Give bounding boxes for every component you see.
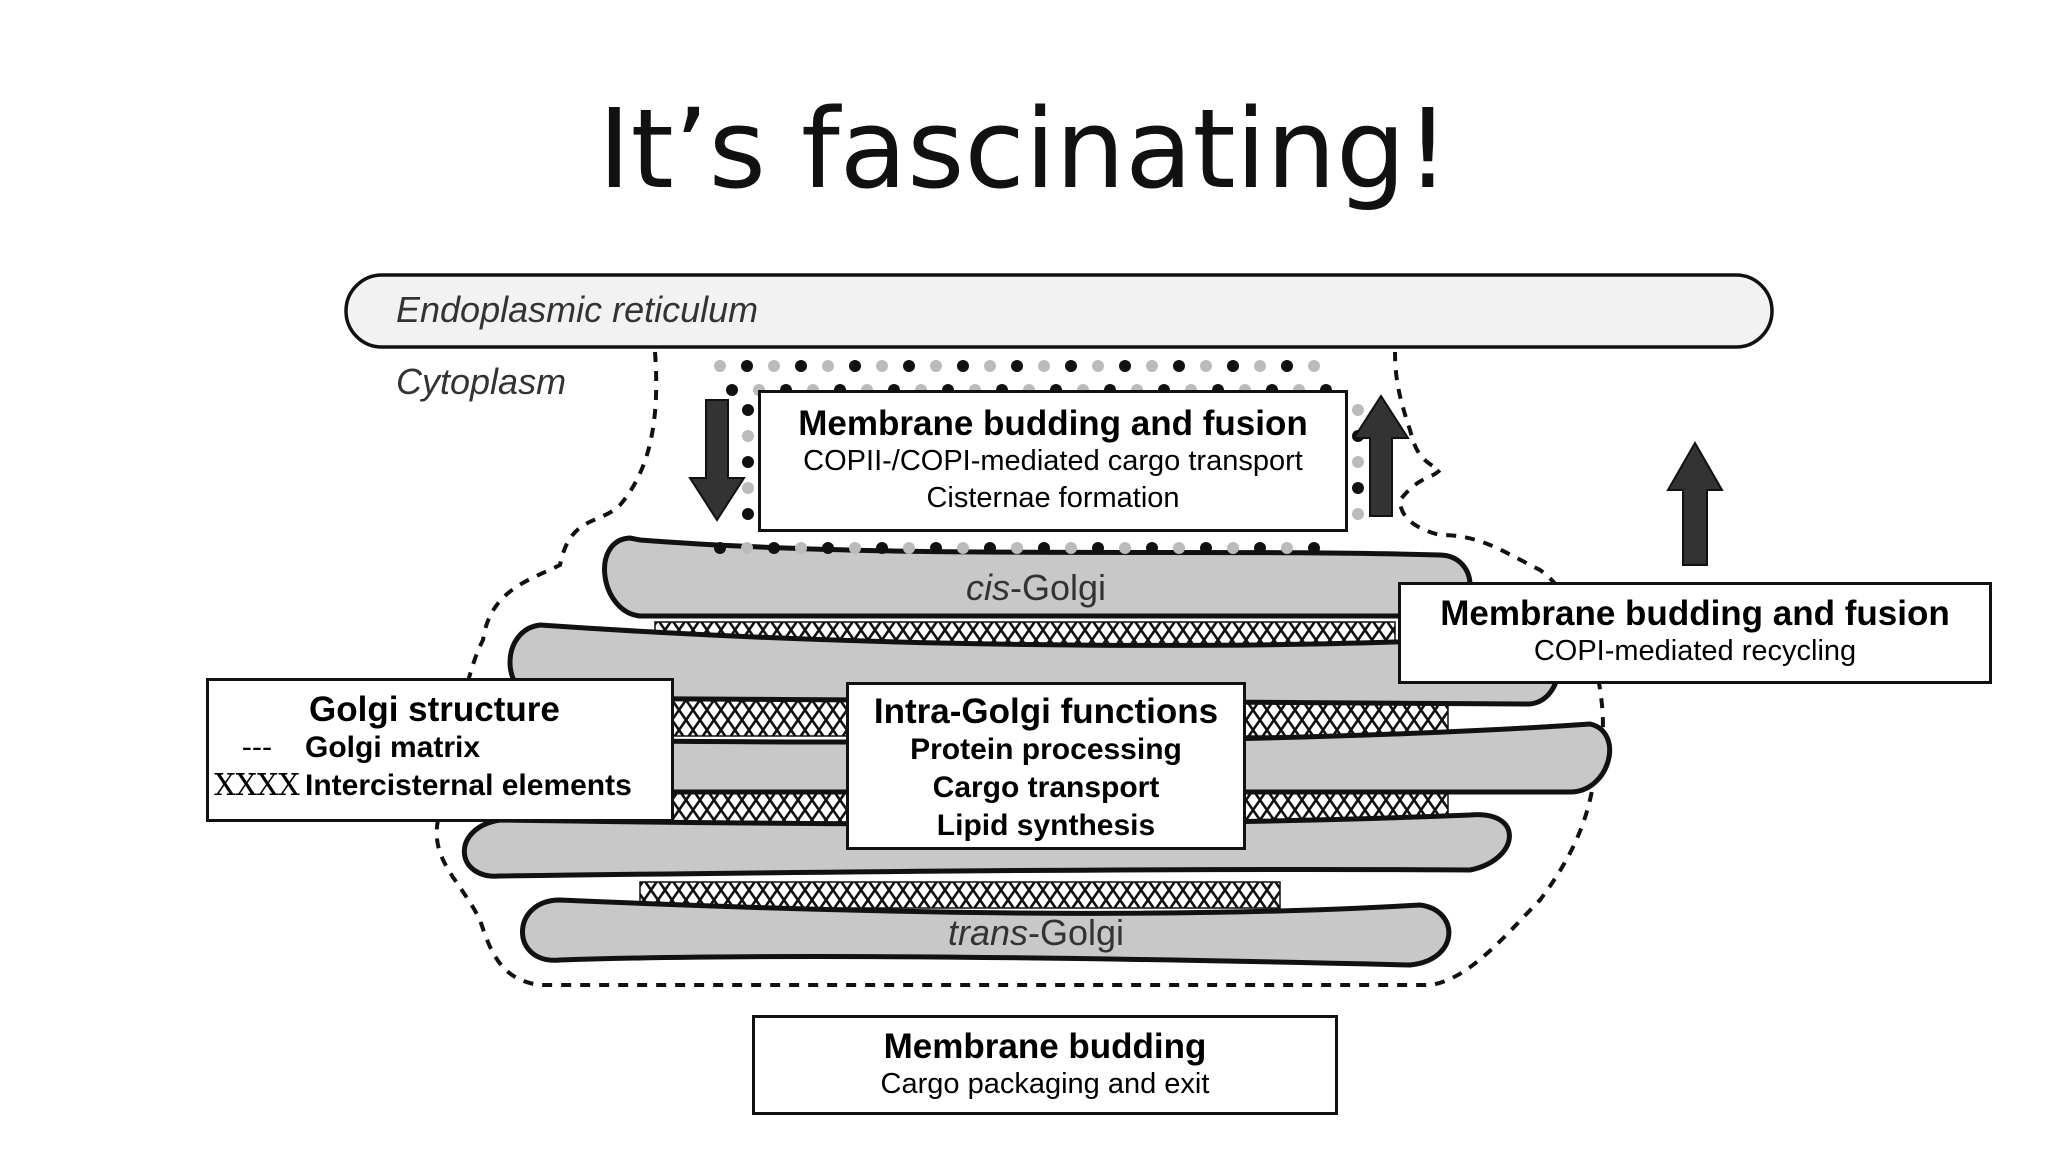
vesicle-dot — [726, 384, 738, 396]
vesicle-dot — [742, 456, 754, 468]
vesicle-dot — [742, 482, 754, 494]
trans-golgi-label: trans-Golgi — [948, 912, 1124, 953]
vesicle-dot — [1119, 360, 1131, 372]
vesicle-dot — [1119, 542, 1131, 554]
vesicle-dot — [742, 430, 754, 442]
box-line: Cargo transport — [932, 771, 1160, 804]
vesicle-dot — [1352, 482, 1364, 494]
vesicle-dot — [876, 542, 888, 554]
vesicle-dot — [1227, 542, 1239, 554]
vesicle-dot — [957, 542, 969, 554]
vesicle-dot — [984, 542, 996, 554]
vesicle-dot — [1092, 542, 1104, 554]
intercisternal-element — [639, 881, 1281, 909]
vesicle-dot — [742, 404, 754, 416]
arrow-down — [688, 399, 746, 522]
vesicle-dot — [795, 542, 807, 554]
vesicle-dot — [714, 542, 726, 554]
vesicle-dot — [1200, 360, 1212, 372]
arrow-up — [1352, 394, 1410, 517]
vesicle-dot — [1011, 360, 1023, 372]
vesicle-dot — [1352, 404, 1364, 416]
vesicle-dot — [1038, 360, 1050, 372]
vesicle-dot — [822, 360, 834, 372]
vesicle-dot — [1281, 542, 1293, 554]
vesicle-dot — [1200, 542, 1212, 554]
membrane-budding-fusion-top-box: Membrane budding and fusion COPII-/COPI-… — [758, 390, 1348, 532]
intra-golgi-functions-box: Intra-Golgi functions Protein processing… — [846, 682, 1246, 850]
legend-label: Golgi matrix — [305, 731, 481, 764]
vesicle-dot — [957, 360, 969, 372]
slide-title: It’s fascinating! — [598, 85, 1450, 213]
vesicle-dot — [1281, 360, 1293, 372]
vesicle-dot — [1173, 360, 1185, 372]
vesicle-dot — [1011, 542, 1023, 554]
trans-cisterna — [520, 897, 1452, 968]
vesicle-dot — [1254, 542, 1266, 554]
legend-row-intercisternal: XXXX Intercisternal elements — [209, 767, 671, 805]
vesicle-dot — [1038, 542, 1050, 554]
vesicle-dot — [822, 542, 834, 554]
box-line: COPII-/COPI-mediated cargo transport — [803, 445, 1303, 477]
box-line: Lipid synthesis — [936, 809, 1156, 842]
vesicle-dot — [1254, 360, 1266, 372]
box-heading: Membrane budding and fusion — [798, 404, 1308, 443]
vesicle-dot — [1146, 542, 1158, 554]
vesicle-dot — [741, 360, 753, 372]
cis-golgi-label: cis-Golgi — [966, 567, 1106, 608]
box-line: Cisternae formation — [926, 482, 1180, 514]
cytoplasm-label: Cytoplasm — [396, 361, 566, 402]
vesicle-dot — [1065, 360, 1077, 372]
vesicle-dot — [1308, 360, 1320, 372]
vesicle-dot — [1227, 360, 1239, 372]
legend-label: Intercisternal elements — [305, 769, 632, 802]
box-heading: Membrane budding and fusion — [1440, 594, 1950, 633]
box-heading: Membrane budding — [883, 1027, 1207, 1066]
vesicle-dot — [1173, 542, 1185, 554]
vesicle-dot — [903, 542, 915, 554]
vesicle-dot — [903, 360, 915, 372]
vesicle-dot — [930, 542, 942, 554]
vesicle-dot — [795, 360, 807, 372]
intercisternal-symbol: XXXX — [214, 768, 300, 803]
golgi-matrix-symbol: --- — [241, 730, 273, 765]
vesicle-dot — [1352, 508, 1364, 520]
vesicle-dot — [1146, 360, 1158, 372]
membrane-budding-bottom-box: Membrane budding Cargo packaging and exi… — [752, 1015, 1338, 1115]
vesicle-dot — [984, 360, 996, 372]
vesicle-dot — [930, 360, 942, 372]
box-line: COPI-mediated recycling — [1533, 635, 1857, 667]
legend-heading: Golgi structure — [309, 690, 560, 729]
er-label: Endoplasmic reticulum — [396, 289, 758, 330]
vesicle-dot — [1092, 360, 1104, 372]
er-membrane — [344, 273, 1774, 349]
vesicle-dot — [742, 508, 754, 520]
box-line: Protein processing — [910, 733, 1182, 766]
vesicle-dot — [714, 360, 726, 372]
vesicle-dot — [1065, 542, 1077, 554]
vesicle-dot — [849, 360, 861, 372]
box-heading: Intra-Golgi functions — [873, 692, 1219, 731]
membrane-budding-fusion-right-box: Membrane budding and fusion COPI-mediate… — [1398, 582, 1992, 684]
golgi-matrix-outline — [434, 351, 1605, 987]
vesicle-dot — [768, 542, 780, 554]
arrow-up-right — [1666, 440, 1724, 566]
vesicle-dot — [1352, 456, 1364, 468]
vesicle-dot — [1308, 542, 1320, 554]
vesicle-dot — [741, 542, 753, 554]
vesicle-dot — [768, 360, 780, 372]
golgi-structure-legend-box: Golgi structure --- Golgi matrix XXXX In… — [206, 678, 674, 822]
vesicle-dot — [849, 542, 861, 554]
box-line: Cargo packaging and exit — [880, 1068, 1210, 1100]
cis-cisterna — [602, 535, 1473, 619]
vesicle-dot — [876, 360, 888, 372]
legend-row-golgi-matrix: --- Golgi matrix — [209, 729, 671, 767]
